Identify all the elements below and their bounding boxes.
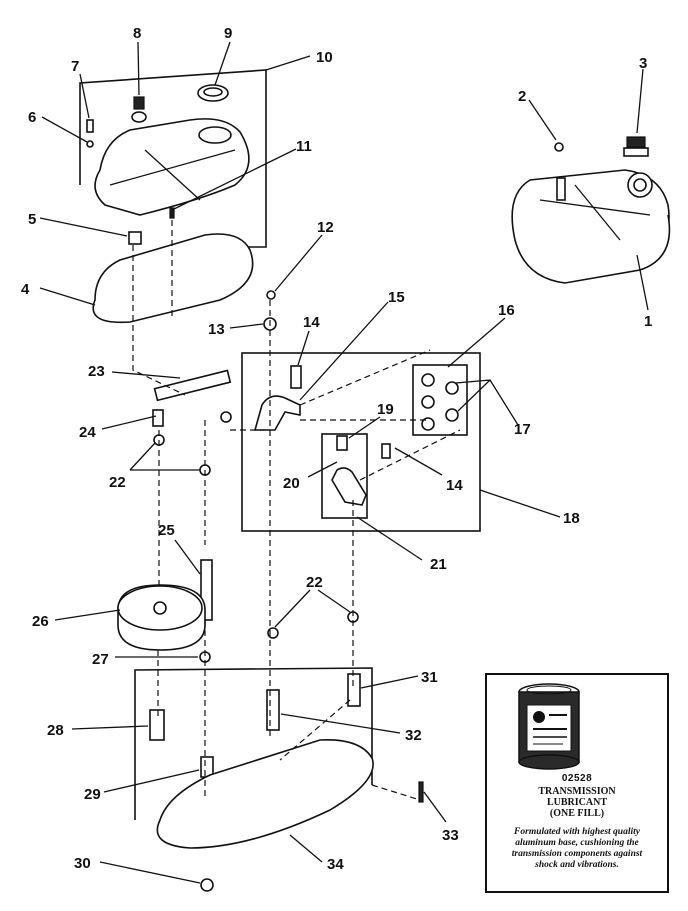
- shift-fork: [253, 395, 301, 431]
- callout-3: 3: [639, 55, 647, 72]
- shift-lever: [331, 467, 367, 506]
- drain-plug: [200, 878, 214, 892]
- plate-washer-4: [445, 408, 459, 422]
- callout-22b: 22: [306, 574, 323, 591]
- pin-33: [418, 781, 424, 803]
- callout-25: 25: [158, 522, 175, 539]
- callout-6: 6: [28, 109, 36, 126]
- callout-28: 28: [47, 722, 64, 739]
- callout-24: 24: [79, 424, 96, 441]
- callout-32: 32: [405, 727, 422, 744]
- callout-13: 13: [208, 321, 225, 338]
- lubricant-title: TRANSMISSION LUBRICANT (ONE FILL): [487, 786, 667, 819]
- callout-19: 19: [377, 401, 394, 418]
- callout-15: 15: [388, 289, 405, 306]
- plate-washer-5: [421, 417, 435, 431]
- callout-30: 30: [74, 855, 91, 872]
- plate-washer-1: [421, 373, 435, 387]
- callout-10: 10: [316, 49, 333, 66]
- callout-1: 1: [644, 313, 652, 330]
- lubricant-description: Formulated with highest quality aluminum…: [511, 827, 643, 870]
- bushing-28: [149, 709, 165, 741]
- callout-5: 5: [28, 211, 36, 228]
- assembled-transmission: [511, 136, 671, 284]
- shaft-31: [347, 673, 361, 707]
- lubricant-panel: 02528 TRANSMISSION LUBRICANT (ONE FILL) …: [485, 673, 669, 893]
- rail-pin: [152, 409, 164, 427]
- shaft-25: [200, 559, 213, 621]
- upper-cover: [86, 84, 250, 245]
- shift-rail: [153, 369, 232, 402]
- lubricant-can-image: [518, 683, 580, 770]
- callout-17: 17: [514, 421, 531, 438]
- shaft-32: [266, 689, 280, 731]
- callout-8: 8: [133, 25, 141, 42]
- callout-20: 20: [283, 475, 300, 492]
- callout-23: 23: [88, 363, 105, 380]
- lever-pin-b: [381, 443, 391, 459]
- shift-assembly-frame: [241, 352, 481, 532]
- washer-22b: [220, 411, 232, 423]
- plate-washer-3: [421, 395, 435, 409]
- lubricant-title-line1: TRANSMISSION: [538, 786, 616, 797]
- callout-22a: 22: [109, 474, 126, 491]
- callout-numbers: 1 2 3 4 5 6 7 8 9 10 11 12 13 14 15 16 1…: [21, 25, 652, 873]
- callout-16: 16: [498, 302, 515, 319]
- callout-2: 2: [518, 88, 526, 105]
- callout-21: 21: [430, 556, 447, 573]
- shift-plate-box: [412, 364, 468, 436]
- lubricant-title-line3: (ONE FILL): [549, 808, 605, 819]
- callout-9: 9: [224, 25, 232, 42]
- callout-12: 12: [317, 219, 334, 236]
- callout-18: 18: [563, 510, 580, 527]
- washer-12: [266, 290, 276, 300]
- fork-pin: [290, 365, 302, 389]
- assembly-lines: [132, 210, 461, 801]
- callout-27: 27: [92, 651, 109, 668]
- shift-lever-box: [321, 433, 368, 519]
- lower-case: [156, 739, 374, 849]
- lubricant-title-line2: LUBRICANT: [546, 797, 607, 808]
- lever-pin: [336, 435, 348, 451]
- callout-14b: 14: [446, 477, 463, 494]
- callout-34: 34: [327, 856, 344, 873]
- callout-31: 31: [421, 669, 438, 686]
- lower-case-frame: [134, 667, 373, 820]
- callout-33: 33: [442, 827, 459, 844]
- cover-gasket: [92, 233, 254, 324]
- callout-11: 11: [296, 138, 312, 155]
- plate-washer-2: [445, 381, 459, 395]
- callout-7: 7: [71, 58, 79, 75]
- callout-14a: 14: [303, 314, 320, 331]
- lubricant-part-number: 02528: [561, 773, 593, 784]
- callout-29: 29: [84, 786, 101, 803]
- leader-lines: [39, 41, 649, 884]
- callout-26: 26: [32, 613, 49, 630]
- callout-4: 4: [21, 281, 30, 298]
